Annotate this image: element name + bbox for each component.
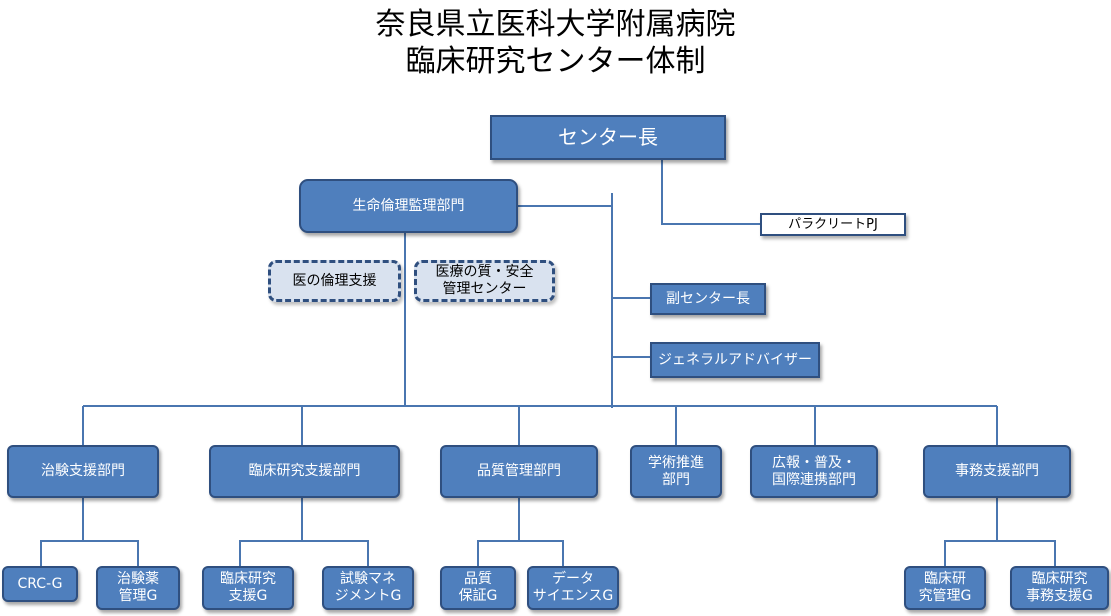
connector-admin-bus — [944, 540, 1056, 566]
trial-drug-group-box: 治験薬 管理G — [96, 566, 180, 610]
quality-safety-center-box: 医療の質・安全 管理センター — [414, 260, 555, 302]
title-line-2: 臨床研究センター体制 — [405, 44, 706, 79]
data-science-group-box: データ サイエンスG — [527, 566, 619, 610]
director-box: センター長 — [490, 115, 726, 160]
clinical-research-management-group-box: 臨床研 究管理G — [904, 566, 986, 610]
general-advisor-box: ジェネラルアドバイザー — [650, 342, 820, 378]
connector-director-paraclit — [661, 160, 762, 225]
ethics-division-box: 生命倫理監理部門 — [299, 179, 518, 233]
clinical-research-office-support-group-box: 臨床研究 事務支援G — [1010, 566, 1109, 610]
clinical-research-support-division-box: 臨床研究支援部門 — [209, 445, 400, 498]
connector-trial-support-bus — [40, 540, 139, 566]
connector-qm-bus — [477, 540, 564, 566]
admin-support-division-box: 事務支援部門 — [923, 445, 1071, 498]
title-line-1: 奈良県立医科大学附属病院 — [375, 7, 736, 42]
clinical-research-support-group-box: 臨床研究 支援G — [202, 566, 294, 610]
academic-promotion-division-box: 学術推進 部門 — [630, 445, 722, 498]
trial-support-division-box: 治験支援部門 — [7, 445, 159, 498]
connector-crs-bus — [239, 540, 369, 566]
medical-ethics-support-box: 医の倫理支援 — [268, 260, 401, 302]
crc-group-box: CRC-G — [2, 566, 78, 602]
paraclit-pj-box: パラクリートPJ — [760, 213, 906, 236]
quality-assurance-group-box: 品質 保証G — [440, 566, 516, 610]
pr-international-division-box: 広報・普及・ 国際連携部門 — [750, 445, 878, 498]
vice-director-box: 副センター長 — [650, 283, 766, 315]
quality-management-division-box: 品質管理部門 — [440, 445, 598, 498]
diagram-title: 奈良県立医科大学附属病院 臨床研究センター体制 — [0, 6, 1111, 80]
trial-management-group-box: 試験マネ ジメントG — [322, 566, 414, 610]
